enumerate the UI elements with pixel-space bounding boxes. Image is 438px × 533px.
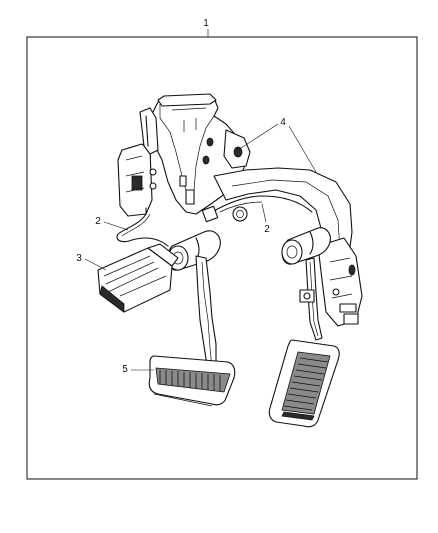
brake-pad-ribs [159, 370, 221, 391]
leader-line-4b [288, 125, 317, 173]
brake-pedal-arm [195, 255, 217, 373]
cable [211, 195, 313, 213]
adjuster-motor [97, 243, 179, 313]
leader-line-2-right [261, 203, 267, 223]
brake-pivot-tube [167, 230, 221, 271]
leader-line-2-left [103, 221, 129, 231]
callout-3: 3 [76, 253, 82, 264]
kit-frame [26, 36, 418, 480]
wire-harness [116, 213, 169, 247]
callout-2-left: 2 [95, 216, 101, 227]
callout-4: 4 [280, 117, 286, 128]
accelerator-pedal-pad [268, 339, 340, 428]
accelerator-pivot-tube [281, 227, 331, 265]
brake-pedal-pad [148, 355, 236, 407]
callout-2-right: 2 [264, 224, 270, 235]
callout-1: 1 [203, 18, 209, 29]
callout-5: 5 [122, 364, 128, 375]
leader-line-4a [237, 123, 279, 151]
leader-line-3 [84, 258, 107, 271]
accelerator-pad-ribs [283, 357, 329, 411]
accelerator-pedal-arm [213, 167, 363, 327]
